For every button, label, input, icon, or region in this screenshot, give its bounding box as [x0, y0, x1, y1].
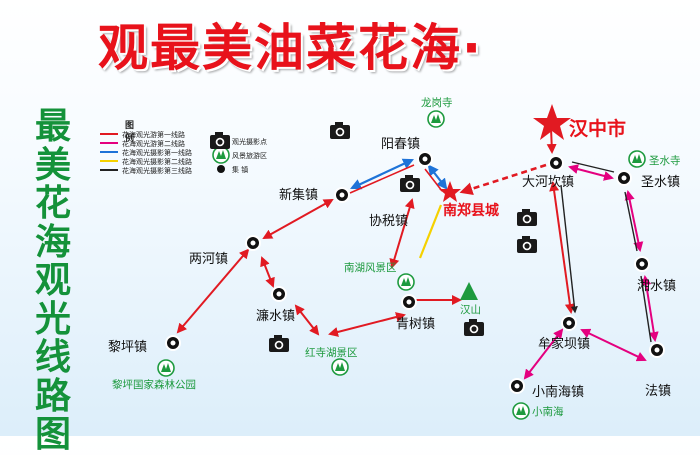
town-label-shengshui: 圣水镇 — [641, 175, 681, 190]
legend-camera-label: 观光摄影点 — [232, 138, 267, 146]
scenic-label-hongsi: 红寺湖景区 — [305, 347, 358, 359]
star-icon — [439, 181, 461, 202]
scenic-area-icon — [212, 146, 230, 164]
route-magenta — [523, 164, 659, 380]
legend-route-2: 花海观光游第二线路 — [122, 140, 185, 148]
legend-symbols — [100, 133, 225, 173]
mountain-icon — [460, 282, 478, 300]
route-yellow — [418, 204, 443, 259]
legend-scenic-label: 风景旅游区 — [232, 152, 267, 160]
route-dashed-link — [459, 163, 547, 196]
city-label-hanzhong: 汉中市 — [569, 118, 627, 140]
camera-icon — [464, 319, 484, 336]
scenic-label-shengshui-temple: 圣水寺 — [649, 155, 681, 167]
town-label-liping: 黎坪镇 — [108, 340, 148, 355]
town-label-xiaonanhai: 小南海镇 — [532, 385, 585, 400]
town-label-yangchun: 阳春镇 — [381, 137, 421, 152]
legend-title: 图 例 — [125, 121, 135, 144]
camera-icon — [210, 132, 230, 149]
scenic-area-icon — [331, 358, 349, 376]
city-label-nanzheng: 南郑县城 — [443, 203, 499, 219]
page-title: 观最美油菜花海· — [98, 19, 483, 77]
town-label-xiangshui: 湘水镇 — [637, 279, 677, 294]
route-map — [100, 104, 665, 420]
scenic-label-xiaonanhai: 小南海 — [532, 406, 564, 418]
scenic-area-icon — [427, 110, 445, 128]
legend-route-1: 花海观光游第一线路 — [122, 131, 185, 139]
scenic-area-icon — [157, 359, 175, 377]
camera-icon — [269, 335, 289, 352]
route-hanzhong-down — [546, 127, 557, 154]
town-label-lianshui: 濂水镇 — [256, 309, 296, 324]
legend-route-3: 花海观光摄影第一线路 — [122, 149, 192, 157]
town-label-moujiaba: 牟家坝镇 — [538, 337, 591, 352]
legend-route-4: 花海观光摄影第二线路 — [122, 158, 192, 166]
side-title: 最美花海观光线路图 — [34, 106, 71, 455]
route-red-pair — [349, 164, 443, 194]
scenic-area-icon — [512, 402, 530, 420]
town-label-lianghe: 两河镇 — [189, 252, 229, 267]
star-icon — [533, 104, 571, 140]
scenic-label-liping-forest: 黎坪国家森林公园 — [112, 379, 196, 391]
camera-icon — [517, 236, 537, 253]
camera-icon — [400, 175, 420, 192]
town-label-xieshui: 协税镇 — [369, 214, 409, 229]
scenic-area-icon — [628, 150, 646, 168]
scenic-label-nanhu: 南湖风景区 — [344, 262, 397, 274]
scenic-label-hanshan: 汉山 — [460, 304, 481, 316]
town-label-xinji: 新集镇 — [279, 188, 319, 203]
legend-town-label: 集 镇 — [232, 166, 249, 174]
route-dark — [560, 161, 652, 343]
town-label-dahekan: 大河坎镇 — [522, 175, 575, 190]
camera-icon — [330, 122, 350, 139]
camera-icon — [517, 209, 537, 226]
town-label-fa: 法镇 — [645, 384, 672, 399]
route-blue — [350, 158, 448, 190]
scenic-area-icon — [397, 273, 415, 291]
legend-route-5: 花海观光摄影第三线路 — [122, 167, 192, 175]
scenic-label-longgang: 龙岗寺 — [421, 97, 453, 109]
town-label-qingshu: 青树镇 — [396, 317, 436, 332]
